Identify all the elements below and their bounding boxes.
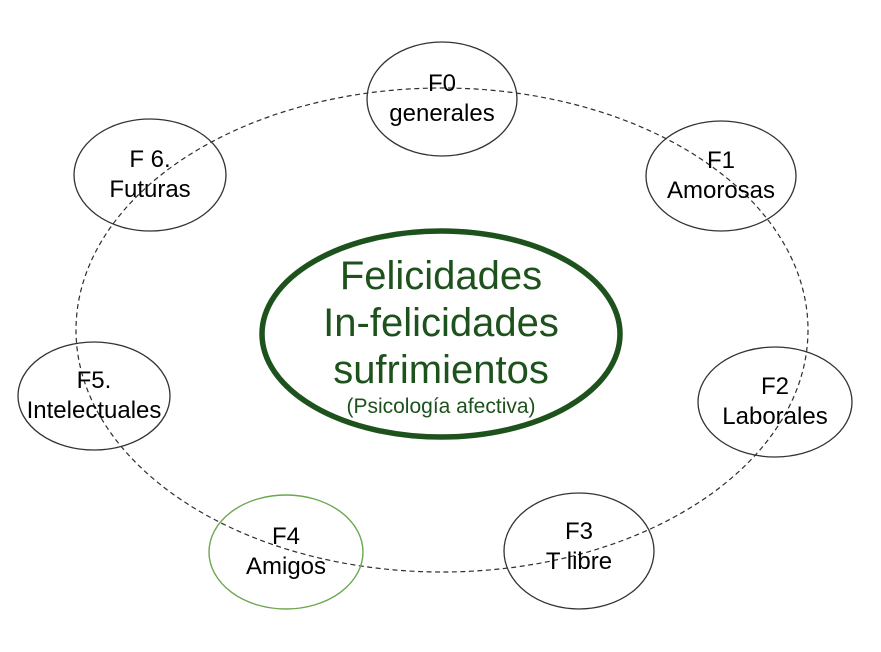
node-text-f1: Amorosas bbox=[666, 177, 776, 204]
node-label-f0: F0 generales bbox=[389, 69, 494, 129]
node-text-f2: Laborales bbox=[722, 403, 828, 430]
node-label-f1: F1 Amorosas bbox=[667, 146, 775, 206]
orbit-dashed-ellipse bbox=[75, 87, 809, 573]
center-title: Felicidades In-felicidades sufrimientos … bbox=[323, 253, 559, 419]
center-title-line1: Felicidades bbox=[339, 254, 543, 298]
node-code-f4: F4 bbox=[271, 523, 300, 550]
node-label-f6: F 6. Futuras bbox=[109, 145, 190, 205]
node-label-f2: F2 Laborales bbox=[722, 372, 827, 432]
node-text-f4: Amigos bbox=[245, 553, 327, 580]
center-subtitle: (Psicología afectiva) bbox=[346, 395, 536, 418]
node-ellipse-f1 bbox=[645, 120, 797, 232]
node-ellipse-f5 bbox=[17, 341, 171, 451]
node-label-f5: F5. Intelectuales bbox=[27, 366, 162, 426]
node-text-f0: generales bbox=[389, 100, 495, 127]
node-ellipse-f0 bbox=[366, 41, 518, 157]
node-ellipse-f4 bbox=[208, 494, 364, 610]
node-code-f3: F3 bbox=[564, 518, 593, 545]
center-title-line2: In-felicidades bbox=[323, 301, 559, 345]
node-ellipse-f2 bbox=[697, 346, 853, 458]
node-ellipse-f6 bbox=[73, 118, 227, 232]
node-ellipse-f3 bbox=[503, 492, 655, 610]
node-code-f5: F5. bbox=[76, 367, 112, 394]
center-title-line3: sufrimientos bbox=[333, 348, 549, 392]
node-code-f6: F 6. bbox=[129, 146, 171, 173]
node-code-f0: F0 bbox=[427, 70, 457, 97]
node-text-f6: Futuras bbox=[109, 176, 191, 203]
node-code-f2: F2 bbox=[760, 373, 790, 400]
node-code-f1: F1 bbox=[706, 147, 736, 174]
node-text-f3: T libre bbox=[545, 548, 613, 575]
node-label-f3: F3 T libre bbox=[546, 517, 612, 577]
node-text-f5: Intelectuales bbox=[26, 397, 162, 424]
node-label-f4: F4 Amigos bbox=[246, 522, 326, 582]
center-ellipse bbox=[259, 228, 623, 440]
